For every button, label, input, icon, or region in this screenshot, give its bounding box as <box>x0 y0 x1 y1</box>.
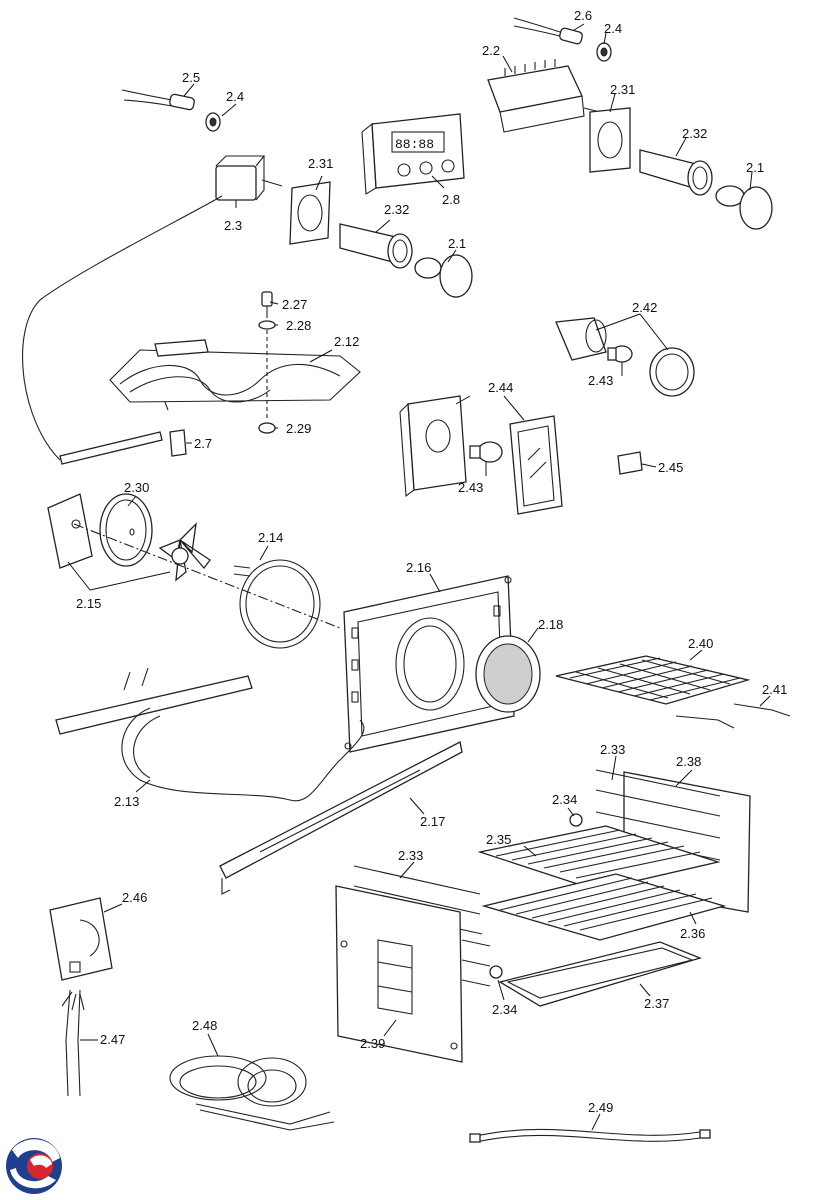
label-2-31-top: 2.31 <box>610 82 635 97</box>
part-shelf-support-2-34-bottom <box>489 965 503 979</box>
part-bezel-plate-2-31-top <box>589 107 631 173</box>
label-2-32-top: 2.32 <box>682 126 707 141</box>
part-fan-cover-2-18 <box>475 635 541 713</box>
part-lamp-bulb-2-43-side <box>469 441 503 463</box>
label-2-27: 2.27 <box>282 297 307 312</box>
part-terminal-block-2-46 <box>49 897 113 981</box>
part-door-inner-2-39 <box>335 885 463 1063</box>
part-runner-2-41 <box>675 703 791 729</box>
label-2-36: 2.36 <box>680 926 705 941</box>
label-2-16: 2.16 <box>406 560 431 575</box>
label-2-33-left: 2.33 <box>398 848 423 863</box>
part-lamp-cable-2-5 <box>121 89 195 111</box>
part-knob-sleeve-2-32-top <box>639 149 713 196</box>
label-2-30: 2.30 <box>124 480 149 495</box>
part-lamp-glass-2-44 <box>509 415 563 515</box>
part-motor-plate-2-30 <box>99 493 153 567</box>
label-2-42: 2.42 <box>632 300 657 315</box>
part-control-knob-2-1-left <box>414 254 473 298</box>
timer-display-digits: 88:88 <box>395 137 434 152</box>
label-2-15: 2.15 <box>76 596 101 611</box>
part-grill-element-2-12 <box>109 339 361 411</box>
part-knob-sleeve-2-32-left <box>339 223 413 269</box>
label-2-17: 2.17 <box>420 814 445 829</box>
part-drip-tray-2-37 <box>498 941 702 1007</box>
part-bezel-plate-2-31-left <box>289 181 331 245</box>
label-2-46: 2.46 <box>122 890 147 905</box>
label-2-3: 2.3 <box>224 218 242 233</box>
label-2-1-top: 2.1 <box>746 160 764 175</box>
part-washer-2-28 <box>258 320 276 330</box>
part-side-lamp-housing-2-44 <box>399 395 467 498</box>
label-2-4-left: 2.4 <box>226 89 244 104</box>
label-2-32-left: 2.32 <box>384 202 409 217</box>
part-fan-motor-2-15 <box>47 493 93 569</box>
label-2-1-left: 2.1 <box>448 236 466 251</box>
label-2-38: 2.38 <box>676 754 701 769</box>
part-screw-2-27 <box>261 291 273 318</box>
part-wire-2-49 <box>469 1128 711 1143</box>
part-thermostat-2-3 <box>215 155 283 201</box>
label-2-2: 2.2 <box>482 43 500 58</box>
brand-swirl-icon <box>6 1138 62 1194</box>
label-2-18: 2.18 <box>538 617 563 632</box>
part-timer-display-2-8 <box>361 113 465 195</box>
label-2-14: 2.14 <box>258 530 283 545</box>
label-2-48: 2.48 <box>192 1018 217 1033</box>
part-lamp-cover-2-42 <box>649 347 695 397</box>
part-lamp-bulb-2-43-top <box>607 345 633 363</box>
part-selector-switch-2-2 <box>487 59 601 133</box>
part-indicator-lens-2-4-left <box>205 112 221 132</box>
part-capillary-tube <box>22 195 223 465</box>
part-circular-element-2-14 <box>233 559 321 649</box>
part-nut-2-29 <box>258 422 276 434</box>
label-2-43-side: 2.43 <box>458 480 483 495</box>
part-element-bracket-2-17 <box>219 741 463 895</box>
label-2-13: 2.13 <box>114 794 139 809</box>
label-2-35: 2.35 <box>486 832 511 847</box>
part-wire-shelf-2-40 <box>555 655 751 705</box>
part-bottom-element-2-13 <box>55 667 365 802</box>
label-2-34-bottom: 2.34 <box>492 1002 517 1017</box>
label-2-33-right: 2.33 <box>600 742 625 757</box>
part-lamp-holder-2-42 <box>555 317 607 361</box>
part-fan-blade-2-15 <box>158 522 211 582</box>
label-2-12: 2.12 <box>334 334 359 349</box>
label-2-4-top: 2.4 <box>604 21 622 36</box>
part-clip-2-45 <box>617 451 643 475</box>
label-2-28: 2.28 <box>286 318 311 333</box>
label-2-43-top: 2.43 <box>588 373 613 388</box>
label-2-31-left: 2.31 <box>308 156 333 171</box>
part-wiring-harness-2-48 <box>169 1055 335 1131</box>
part-wire-rack-2-36 <box>481 873 727 941</box>
label-2-41: 2.41 <box>762 682 787 697</box>
part-indicator-lens-2-4-top <box>596 42 612 62</box>
part-lamp-cable-2-6 <box>513 17 583 45</box>
label-2-37: 2.37 <box>644 996 669 1011</box>
label-2-5: 2.5 <box>182 70 200 85</box>
label-2-6: 2.6 <box>574 8 592 23</box>
label-2-40: 2.40 <box>688 636 713 651</box>
part-clip-2-7 <box>169 429 187 457</box>
part-wire-rack-2-35 <box>477 825 721 891</box>
label-2-7: 2.7 <box>194 436 212 451</box>
part-control-knob-2-1-top <box>715 185 773 230</box>
label-2-34-top: 2.34 <box>552 792 577 807</box>
label-2-47: 2.47 <box>100 1032 125 1047</box>
part-shelf-support-2-34-top <box>569 813 583 827</box>
label-2-49: 2.49 <box>588 1100 613 1115</box>
label-2-45: 2.45 <box>658 460 683 475</box>
label-2-8: 2.8 <box>442 192 460 207</box>
part-mains-cable-2-47 <box>61 989 85 1097</box>
label-2-44: 2.44 <box>488 380 513 395</box>
label-2-39: 2.39 <box>360 1036 385 1051</box>
label-2-29: 2.29 <box>286 421 311 436</box>
